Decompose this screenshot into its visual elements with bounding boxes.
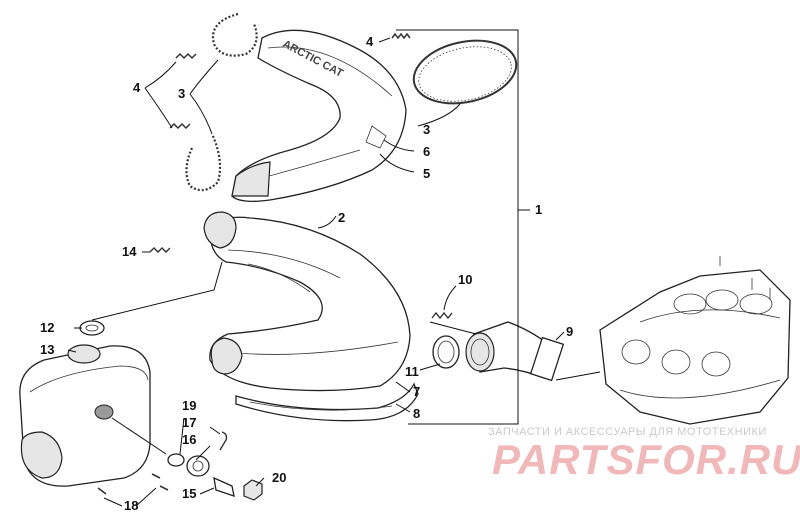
callout-3-right: 3 <box>423 122 430 137</box>
callout-1: 1 <box>535 202 542 217</box>
engine-block <box>599 256 791 425</box>
clamp-chain-upper <box>211 12 258 57</box>
callout-8: 8 <box>413 406 420 421</box>
callout-5: 5 <box>423 166 430 181</box>
spring-upper-left <box>175 52 197 60</box>
callout-14: 14 <box>122 244 137 259</box>
callout-3-left: 3 <box>178 86 185 101</box>
spring-10 <box>431 311 453 320</box>
callout-15: 15 <box>182 486 196 501</box>
spring-lower-left <box>169 122 191 130</box>
callout-11: 11 <box>405 364 419 379</box>
spring-14 <box>149 247 171 253</box>
leader-lines <box>67 37 601 507</box>
callout-bracket-1 <box>396 29 530 425</box>
callout-20: 20 <box>272 470 286 485</box>
callout-19: 19 <box>182 398 196 413</box>
callout-4-top: 4 <box>366 34 374 49</box>
exhaust-manifold <box>465 321 565 382</box>
muffler-grommet <box>79 320 105 336</box>
spring-top <box>391 32 411 40</box>
washer-19 <box>167 453 185 467</box>
band-clamp <box>412 39 518 105</box>
mount-studs <box>97 473 169 495</box>
expansion-chamber <box>203 211 419 422</box>
gasket-ring <box>432 335 460 369</box>
heat-shield: ARCTIC CAT <box>231 29 407 202</box>
muffler <box>19 344 151 487</box>
callout-10: 10 <box>458 272 472 287</box>
callout-4-left: 4 <box>133 80 141 95</box>
bolt-15 <box>213 476 235 497</box>
callout-2: 2 <box>338 210 345 225</box>
callout-6: 6 <box>423 144 430 159</box>
callout-13: 13 <box>40 342 54 357</box>
watermark-caption: ЗАПЧАСТИ И АКСЕССУАРЫ ДЛЯ МОТОТЕХНИКИ <box>488 426 767 438</box>
callout-17: 17 <box>182 415 196 430</box>
watermark-logo: PARTSFOR.RU <box>492 436 800 483</box>
callout-18: 18 <box>124 498 138 513</box>
mount-bushing <box>186 455 210 477</box>
clamp-chain-lower <box>185 133 222 192</box>
cotter-pin <box>219 431 228 451</box>
callout-16: 16 <box>182 432 196 447</box>
callout-9: 9 <box>566 324 573 339</box>
callout-7: 7 <box>413 384 420 399</box>
callout-12: 12 <box>40 320 54 335</box>
